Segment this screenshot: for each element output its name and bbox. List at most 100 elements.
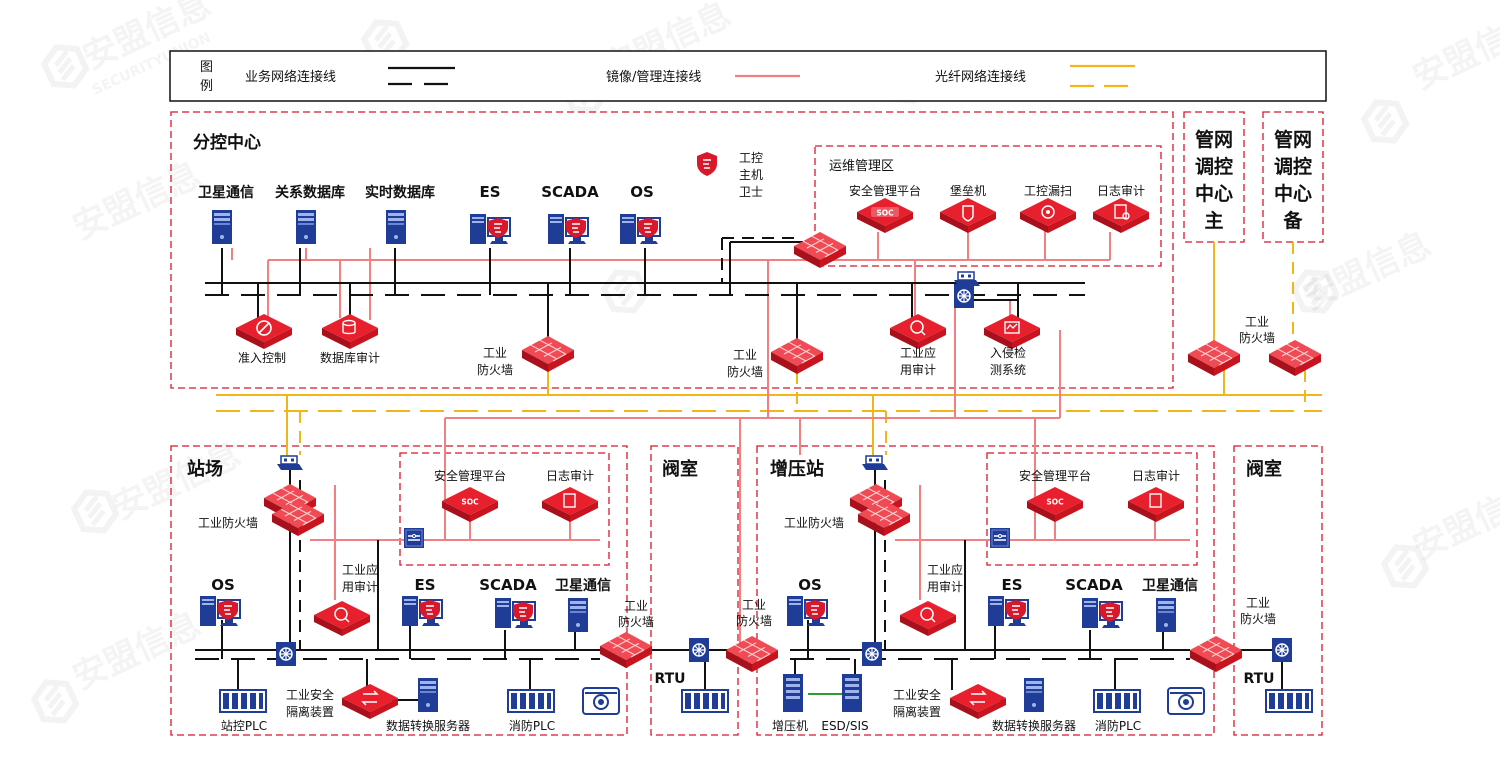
- workstation-os-station[interactable]: [199, 595, 241, 627]
- appliance-app-audit-compressor[interactable]: [900, 601, 956, 636]
- server-dataconv-compressor[interactable]: [1024, 678, 1044, 712]
- label-es-center: ES: [479, 183, 500, 201]
- switch-center-box[interactable]: [953, 283, 975, 309]
- appliance-soc-compressor[interactable]: SOC: [1027, 487, 1083, 522]
- isolation-station[interactable]: [342, 684, 398, 719]
- legend-title: 图例: [200, 60, 213, 94]
- switch-station-mgmt[interactable]: [403, 527, 425, 549]
- appliance-soc-center[interactable]: SOC: [857, 198, 913, 233]
- zone-title-valve1: 阀室: [662, 458, 698, 480]
- switch-station-main[interactable]: [275, 641, 297, 667]
- appliance-app-audit-station[interactable]: [314, 601, 370, 636]
- label-compressor-unit: 增压机: [772, 719, 808, 733]
- label-soc-station: 安全管理平台: [434, 468, 506, 483]
- svg-text:安盟信息: 安盟信息: [67, 604, 207, 698]
- server-sat-center[interactable]: [212, 210, 232, 244]
- label-reldb: 关系数据库: [275, 184, 345, 201]
- appliance-db-audit[interactable]: [322, 314, 378, 349]
- label-rtu-valve1: RTU: [654, 671, 685, 687]
- label-rtu-valve2: RTU: [1243, 671, 1274, 687]
- label-dataconv-compressor: 数据转换服务器: [992, 718, 1076, 733]
- esd-unit[interactable]: [842, 674, 862, 712]
- switch-valve2[interactable]: [1271, 637, 1293, 663]
- appliance-ids[interactable]: [984, 314, 1040, 349]
- label-firewall-center-2: 工业防火墙: [727, 348, 763, 379]
- appliance-bastion[interactable]: [940, 198, 996, 233]
- label-app-audit-center: 工业应用审计: [900, 345, 936, 377]
- zone-title-center: 分控中心: [193, 132, 261, 153]
- firewall-hq-main[interactable]: [1187, 339, 1241, 377]
- label-logaudit-compressor: 日志审计: [1132, 468, 1180, 483]
- switch-valve1[interactable]: [688, 637, 710, 663]
- label-firewall-valve1: 工业防火墙: [736, 598, 772, 628]
- firewall-center-2[interactable]: [770, 337, 824, 375]
- workstation-scada-station[interactable]: [494, 597, 536, 629]
- svg-text:安盟信息: 安盟信息: [1297, 224, 1437, 318]
- router-compressor[interactable]: [861, 455, 889, 471]
- workstation-os-center[interactable]: [619, 213, 661, 245]
- workstation-es-station[interactable]: [401, 595, 443, 627]
- switch-compressor-main[interactable]: [861, 641, 883, 667]
- svg-text:安盟信息: 安盟信息: [67, 154, 207, 248]
- camera-compressor[interactable]: [1167, 687, 1205, 715]
- zone-station: [170, 445, 628, 736]
- camera-station[interactable]: [582, 687, 620, 715]
- label-firewall-station-edge: 工业防火墙: [618, 599, 654, 629]
- label-app-audit-compressor: 工业应用审计: [927, 562, 963, 594]
- svg-text:安盟信息: 安盟信息: [1407, 474, 1500, 568]
- plc-fire-compressor[interactable]: [1093, 689, 1141, 713]
- firewall-hq-backup[interactable]: [1268, 339, 1322, 377]
- label-soc-compressor: 安全管理平台: [1019, 468, 1091, 483]
- label-rtdb: 实时数据库: [365, 184, 435, 201]
- zone-title-valve2: 阀室: [1246, 458, 1282, 480]
- server-sat-station[interactable]: [568, 598, 588, 632]
- plc-station[interactable]: [219, 689, 267, 713]
- soc-icon-text: SOC: [1046, 498, 1064, 507]
- switch-center[interactable]: [953, 271, 981, 287]
- appliance-access-control[interactable]: [236, 314, 292, 349]
- isolation-compressor[interactable]: [950, 684, 1006, 719]
- appliance-soc-station[interactable]: SOC: [442, 487, 498, 522]
- firewall-station-edge[interactable]: [599, 631, 653, 669]
- firewall-center-1[interactable]: [521, 335, 575, 373]
- shield-icon: [697, 152, 717, 176]
- legend-mirror-label: 镜像/管理连接线: [606, 69, 701, 85]
- label-os-compressor: OS: [798, 576, 822, 594]
- server-reldb[interactable]: [296, 210, 316, 244]
- server-dataconv-station[interactable]: [418, 678, 438, 712]
- zone-boxes: [170, 111, 1324, 736]
- router-station[interactable]: [276, 455, 304, 471]
- label-firewall-compressor: 工业防火墙: [784, 515, 844, 530]
- label-bastion: 堡垒机: [950, 183, 986, 198]
- legend: 图例 业务网络连接线 镜像/管理连接线 光纤网络连接线: [169, 50, 1327, 102]
- appliance-logaudit-center[interactable]: [1093, 198, 1149, 233]
- zone-valve1: [650, 445, 739, 736]
- appliance-app-audit-center[interactable]: [890, 314, 946, 349]
- plc-rtu-valve2[interactable]: [1265, 689, 1313, 713]
- zone-title-hq-backup: 管网调控中心备: [1274, 128, 1312, 232]
- appliance-logaudit-compressor[interactable]: [1128, 487, 1184, 522]
- svg-text:安盟信息: 安盟信息: [107, 434, 247, 528]
- workstation-scada-center[interactable]: [547, 213, 589, 245]
- compressor-unit[interactable]: [783, 674, 803, 712]
- server-rtdb[interactable]: [386, 210, 406, 244]
- appliance-vulscan[interactable]: [1020, 198, 1076, 233]
- workstation-es-compressor[interactable]: [987, 595, 1029, 627]
- switch-compressor-mgmt[interactable]: [989, 527, 1011, 549]
- label-esd-unit: ESD/SIS: [821, 719, 868, 733]
- zone-center: [170, 111, 1174, 389]
- label-sat-station: 卫星通信: [555, 577, 611, 594]
- label-firewall-center-1: 工业防火墙: [477, 346, 513, 377]
- plc-fire-station[interactable]: [507, 689, 555, 713]
- workstation-es-center[interactable]: [469, 213, 511, 245]
- appliance-logaudit-station[interactable]: [542, 487, 598, 522]
- workstation-scada-compressor[interactable]: [1081, 597, 1123, 629]
- server-sat-compressor[interactable]: [1156, 598, 1176, 632]
- firewall-valve1[interactable]: [725, 635, 779, 673]
- label-firewall-hq: 工业防火墙: [1239, 315, 1275, 345]
- label-app-audit-station: 工业应用审计: [342, 562, 378, 594]
- label-ids: 入侵检测系统: [990, 345, 1026, 377]
- firewall-ops[interactable]: [793, 231, 847, 269]
- plc-rtu-valve1[interactable]: [681, 689, 729, 713]
